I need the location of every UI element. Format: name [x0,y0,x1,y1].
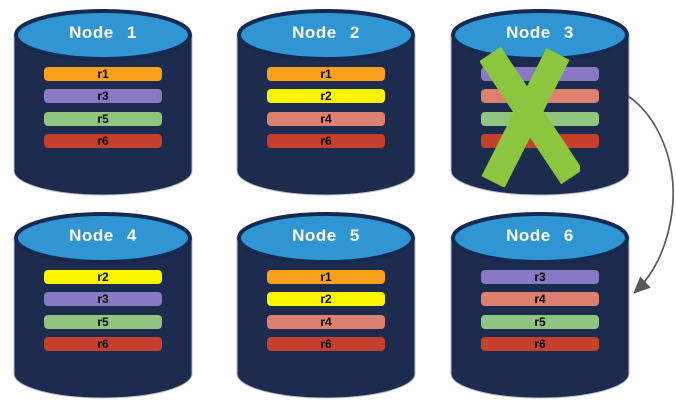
replica-bar: r1 [267,67,385,81]
node-6: Node 6 r3 r4 r5 r6 [450,212,630,400]
replica-label: r6 [320,337,332,351]
replica-bar: r4 [267,315,385,329]
failure-x-icon [480,47,580,187]
node-title: Node 1 [69,23,137,42]
replica-label: r1 [320,67,332,81]
replica-bar: r1 [44,67,162,81]
replica-label: r3 [534,270,546,284]
node-5: Node 5 r1 r2 r4 r6 [236,212,416,400]
replica-label: r1 [97,67,109,81]
replica-label: r6 [534,337,546,351]
node-4: Node 4 r2 r3 r5 r6 [13,212,193,400]
replica-label: r6 [97,337,109,351]
replica-label: r3 [97,89,109,103]
replica-label: r2 [320,89,332,103]
node-title: Node 2 [292,23,360,42]
replica-bar: r4 [481,292,599,306]
replica-bar: r3 [481,270,599,284]
replica-bar: r3 [44,89,162,103]
replica-bar: r4 [267,112,385,126]
failover-arrow [627,95,674,294]
replica-bar: r6 [481,337,599,351]
replica-bar: r5 [44,315,162,329]
replica-bar: r5 [44,112,162,126]
replica-bar: r6 [44,134,162,148]
replica-bar: r1 [267,270,385,284]
replica-label: r3 [97,292,109,306]
replica-label: r4 [320,315,332,329]
node-title: Node 3 [506,23,574,42]
replica-label: r5 [97,112,109,126]
replica-label: r1 [320,270,332,284]
replica-bar: r2 [267,292,385,306]
replica-bar: r6 [267,134,385,148]
node-title: Node 4 [69,226,137,245]
node-title: Node 6 [506,226,574,245]
node-1: Node 1 r1 r3 r5 r6 [13,9,193,197]
replica-label: r2 [320,292,332,306]
replica-bar: r6 [44,337,162,351]
replica-bar: r6 [267,337,385,351]
replica-bar: r2 [44,270,162,284]
replica-label: r6 [320,134,332,148]
replica-label: r4 [320,112,332,126]
replica-label: r5 [534,315,546,329]
replica-bar: r2 [267,89,385,103]
replica-label: r5 [97,315,109,329]
replica-label: r4 [534,292,546,306]
replica-label: r2 [97,270,109,284]
replica-bar: r3 [44,292,162,306]
node-2: Node 2 r1 r2 r4 r6 [236,9,416,197]
replica-bar: r5 [481,315,599,329]
node-title: Node 5 [292,226,360,245]
replica-label: r6 [97,134,109,148]
